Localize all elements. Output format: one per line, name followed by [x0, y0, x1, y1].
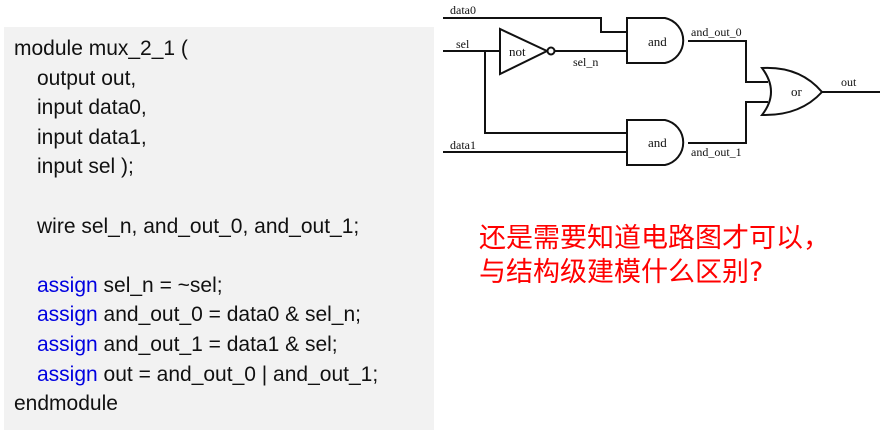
or-gate [759, 66, 824, 117]
code-keyword: assign [37, 303, 98, 327]
wire-data0 [443, 17, 627, 33]
label-and-out-1: and_out_1 [691, 145, 742, 159]
code-text: and_out_0 = data0 & sel_n; [97, 303, 362, 327]
code-line: input sel ); [37, 152, 134, 182]
and-gate-1-label: and [648, 135, 667, 150]
code-line: assign out = and_out_0 | and_out_1; [37, 360, 378, 390]
label-out: out [841, 75, 857, 89]
code-text: input data1, [37, 125, 147, 149]
code-line: assign sel_n = ~sel; [37, 271, 223, 301]
code-keyword: assign [37, 333, 98, 356]
question-text: 还是需要知道电路图才可以，与结构级建模什么区别? [479, 222, 830, 290]
code-line: output out, [37, 64, 136, 94]
code-text: out = and_out_0 | and_out_1; [97, 362, 379, 386]
code-line: assign and_out_0 = data0 & sel_n; [37, 300, 361, 330]
code-keyword: assign [37, 362, 98, 386]
label-data1: data1 [450, 138, 476, 152]
code-line: endmodule [14, 389, 118, 419]
label-sel: sel [456, 37, 470, 51]
or-gate-label: or [791, 84, 803, 99]
wire-sel-branch [484, 51, 627, 134]
code-text: input data0, [37, 96, 147, 120]
code-text: wire sel_n, and_out_0, and_out_1; [37, 214, 360, 238]
question-line-2: 与结构级建模什么区别? [479, 257, 764, 288]
and-gate-0-label: and [648, 34, 667, 49]
code-text: input sel ); [37, 155, 134, 179]
label-sel-n: sel_n [573, 55, 598, 69]
code-keyword: assign [37, 273, 98, 297]
and-gate-1 [626, 119, 685, 166]
code-text: module mux_2_1 ( [14, 37, 188, 60]
code-panel [4, 27, 434, 430]
wire-and-out-1 [688, 101, 768, 144]
code-line: assign and_out_1 = data1 & sel; [37, 330, 338, 360]
not-gate [499, 27, 550, 76]
code-line: module mux_2_1 ( [14, 34, 188, 64]
code-text: and_out_1 = data1 & sel; [97, 333, 338, 356]
wire-and-out-0 [688, 40, 768, 83]
label-and-out-0: and_out_0 [691, 25, 742, 39]
question-line-1: 还是需要知道电路图才可以， [479, 223, 830, 254]
code-text: endmodule [14, 392, 118, 416]
code-text: sel_n = ~sel; [97, 273, 223, 297]
and-gate-0 [626, 17, 685, 64]
not-gate-bubble [546, 46, 556, 56]
code-text: output out, [37, 66, 137, 90]
not-gate-label: not [509, 44, 526, 59]
label-data0: data0 [450, 3, 476, 17]
code-line: input data1, [37, 123, 147, 153]
code-line: wire sel_n, and_out_0, and_out_1; [37, 212, 359, 242]
code-line: input data0, [37, 93, 147, 123]
